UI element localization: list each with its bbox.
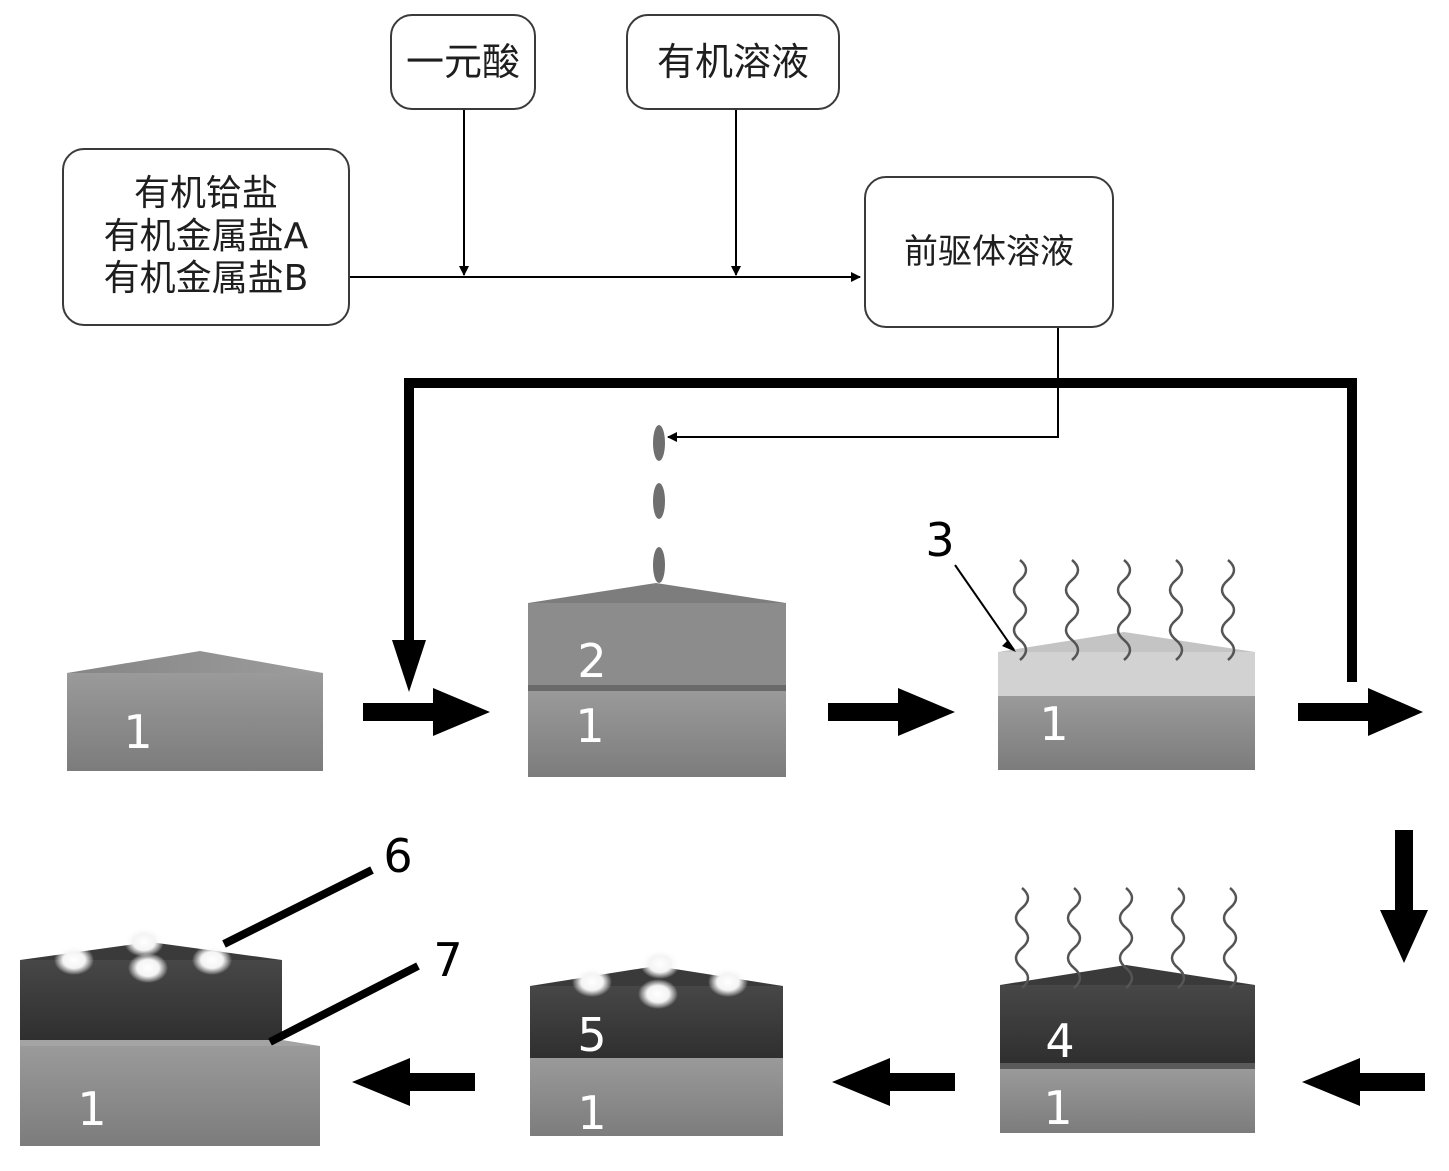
precursor-box: 前驱体溶液 bbox=[864, 176, 1114, 328]
substrate-label: 1 bbox=[123, 705, 152, 759]
substrate-layer bbox=[530, 1058, 783, 1136]
fume-lines bbox=[1014, 887, 1238, 989]
precursor-to-drop-line bbox=[667, 328, 1059, 442]
salts-box: 有机铪盐 有机金属盐A 有机金属盐B bbox=[62, 148, 350, 326]
loop-arrow bbox=[392, 378, 1357, 692]
wet-film-label: 2 bbox=[577, 634, 606, 688]
droplet bbox=[653, 483, 665, 519]
loop-arrow-head bbox=[392, 640, 426, 692]
dried-film-label: 3 bbox=[925, 513, 954, 567]
acid-box: 一元酸 bbox=[390, 14, 536, 110]
glowing-dot bbox=[54, 945, 94, 975]
fume-line bbox=[1012, 559, 1028, 661]
bottom-electrode-label: 7 bbox=[433, 933, 462, 987]
glowing-dot bbox=[128, 953, 168, 983]
acid-label: 一元酸 bbox=[405, 39, 520, 84]
fume-lines bbox=[1012, 559, 1236, 661]
droplets bbox=[653, 425, 665, 583]
arrow-left-1 bbox=[1302, 1058, 1425, 1106]
glowing-dot bbox=[638, 979, 678, 1009]
substrate-block-step1: 1 bbox=[67, 651, 323, 771]
process-arrows bbox=[352, 688, 1428, 1106]
droplet bbox=[653, 425, 665, 461]
substrate-layer bbox=[528, 691, 786, 777]
fume-line bbox=[1170, 887, 1186, 989]
fume-line bbox=[1014, 887, 1030, 989]
fume-line bbox=[1116, 559, 1132, 661]
salt-metal-b-label: 有机金属盐B bbox=[103, 258, 309, 300]
wet-film-stack-step2: 2 1 bbox=[528, 583, 786, 777]
substrate-label: 1 bbox=[575, 699, 604, 753]
dried-film-stack-step3: 1 3 bbox=[925, 513, 1255, 770]
annealed-film-stack-step4: 4 1 bbox=[1000, 887, 1255, 1135]
annealed-film-label: 4 bbox=[1045, 1014, 1074, 1068]
salt-hafnium-label: 有机铪盐 bbox=[133, 173, 278, 215]
arrow-down bbox=[1380, 830, 1428, 963]
bottom-electrode-leader-line bbox=[268, 962, 420, 1046]
top-electrode-leader-line bbox=[222, 866, 374, 948]
substrate-label: 1 bbox=[1043, 1081, 1072, 1135]
annealed-film-layer bbox=[1000, 985, 1255, 1063]
solvent-box: 有机溶液 bbox=[626, 14, 840, 110]
substrate-layer bbox=[20, 1046, 320, 1146]
fume-line bbox=[1168, 559, 1184, 661]
solvent-label: 有机溶液 bbox=[656, 39, 809, 84]
arrow-right-2 bbox=[828, 688, 955, 736]
fume-line bbox=[1222, 887, 1238, 989]
precursor-label: 前驱体溶液 bbox=[904, 231, 1074, 272]
wet-film-layer bbox=[528, 603, 786, 685]
salt-metal-a-label: 有机金属盐A bbox=[103, 215, 309, 257]
glowing-dot bbox=[640, 949, 680, 979]
glowing-dot bbox=[124, 927, 164, 957]
flow-lines bbox=[350, 110, 1059, 442]
arrow-right-1 bbox=[363, 688, 490, 736]
substrate-layer bbox=[1000, 1069, 1255, 1133]
final-device-stack-step6: 1 6 7 bbox=[20, 829, 463, 1146]
glowing-dot bbox=[192, 945, 232, 975]
glowing-dot bbox=[708, 967, 748, 997]
irradiated-film-stack-step5: 5 1 bbox=[530, 949, 783, 1140]
arrow-left-2 bbox=[832, 1058, 955, 1106]
arrow-right-3 bbox=[1298, 688, 1423, 736]
fume-line bbox=[1066, 887, 1082, 989]
glowing-dots bbox=[54, 927, 232, 983]
glowing-dot bbox=[572, 967, 612, 997]
fume-line bbox=[1220, 559, 1236, 661]
droplet bbox=[653, 547, 665, 583]
top-electrode-label: 6 bbox=[383, 829, 412, 883]
fume-line bbox=[1064, 559, 1080, 661]
substrate-label: 1 bbox=[77, 1082, 106, 1136]
glowing-dots bbox=[572, 949, 748, 1009]
dried-film-leader-line bbox=[954, 564, 1015, 651]
arrow-left-3 bbox=[352, 1058, 475, 1106]
substrate-label: 1 bbox=[1039, 697, 1068, 751]
fume-line bbox=[1118, 887, 1134, 989]
substrate-label: 1 bbox=[577, 1086, 606, 1140]
irradiated-film-label: 5 bbox=[577, 1008, 606, 1062]
substrate-layer bbox=[998, 696, 1255, 770]
